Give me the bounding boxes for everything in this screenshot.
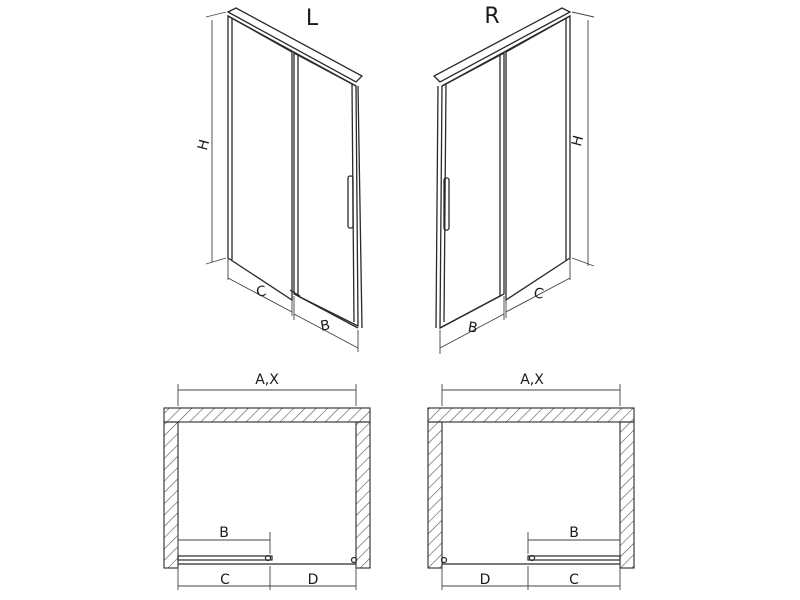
right-plan-d-label: D [480, 572, 491, 588]
right-plan-door-glass [527, 555, 621, 561]
right-height-label: H [569, 134, 587, 148]
right-plan-c-label: C [569, 572, 579, 588]
right-plan-view [427, 384, 635, 590]
left-plan-back-wall [163, 407, 371, 423]
left-3d-view [226, 7, 364, 329]
right-plan-b-label: B [569, 525, 579, 541]
left-plan-ax-label: A,X [255, 372, 279, 388]
right-plan-side-wall-right [619, 421, 635, 569]
left-3d-dimensions [205, 11, 359, 352]
left-plan-side-wall-right [355, 421, 371, 569]
right-top-rail [432, 7, 572, 83]
left-view-label: L [306, 6, 319, 31]
left-3d-b-label: B [319, 317, 331, 334]
right-3d-view [432, 7, 572, 330]
right-3d-dimensions [439, 11, 595, 354]
right-3d-b-label: B [467, 319, 479, 336]
left-3d-c-label: C [255, 283, 268, 300]
left-plan-d-label: D [308, 572, 319, 588]
right-door-handle [443, 177, 450, 231]
left-plan-b-label: B [219, 525, 229, 541]
left-plan-side-wall-left [163, 421, 179, 569]
left-plan-view [163, 384, 371, 590]
left-door-handle [347, 175, 354, 229]
right-view-label: R [484, 4, 499, 29]
right-plan-back-wall [427, 407, 635, 423]
left-sliding-door [293, 51, 359, 328]
left-plan-door-glass [177, 555, 273, 561]
right-sliding-door [439, 51, 505, 330]
left-fixed-panel [227, 14, 293, 302]
right-fixed-panel [505, 14, 571, 302]
left-plan-c-label: C [220, 572, 230, 588]
left-height-label: H [195, 138, 213, 152]
right-plan-side-wall-left [427, 421, 443, 569]
left-top-rail [226, 7, 364, 83]
right-3d-c-label: C [532, 285, 545, 302]
right-plan-ax-label: A,X [520, 372, 544, 388]
